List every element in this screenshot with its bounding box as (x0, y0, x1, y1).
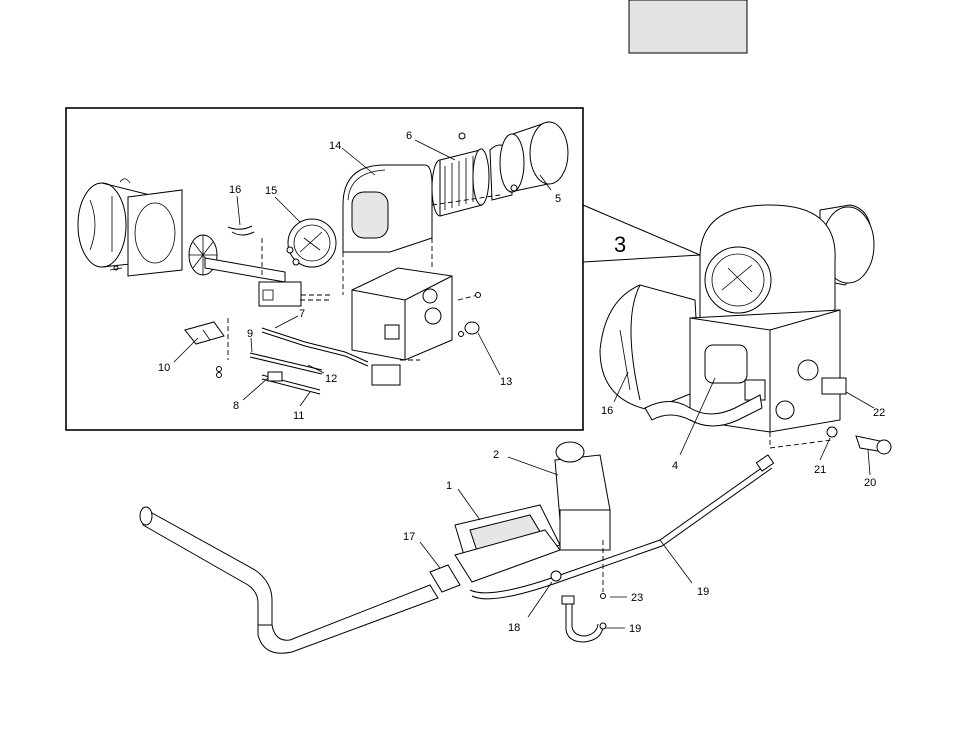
label-part-7: 7 (299, 308, 305, 320)
gas-valve-train (140, 442, 774, 653)
blower-housing (343, 165, 432, 252)
label-part-22: 22 (873, 407, 885, 419)
label-part-11: 11 (293, 410, 304, 422)
label-part-5: 5 (555, 193, 561, 205)
label-part-19-utube: 19 (629, 623, 641, 635)
label-part-19-tubing: 19 (697, 586, 709, 598)
label-part-2: 2 (493, 449, 499, 461)
supply-pipe (143, 508, 272, 628)
label-part-23: 23 (631, 592, 643, 604)
label-part-15: 15 (265, 185, 277, 197)
label-part-10: 10 (158, 362, 170, 374)
label-part-16-exploded: 16 (229, 184, 241, 196)
page-label-box (629, 0, 747, 53)
label-part-6: 6 (406, 130, 412, 142)
callout-lines (583, 205, 700, 262)
label-part-18: 18 (508, 622, 520, 634)
label-part-13: 13 (500, 376, 512, 388)
label-part-12: 12 (325, 373, 337, 385)
label-part-21: 21 (814, 464, 826, 476)
air-shutter-cover (287, 219, 336, 267)
label-part-8: 8 (233, 400, 239, 412)
label-part-20: 20 (864, 477, 876, 489)
o-ring (465, 322, 479, 334)
label-part-9: 9 (247, 328, 253, 340)
label-part-14: 14 (329, 140, 341, 152)
label-part-16-assembled: 16 (601, 405, 613, 417)
label-part-4: 4 (672, 460, 678, 472)
label-part-17: 17 (403, 531, 415, 543)
callout-number: 3 (614, 232, 626, 257)
assembled-burner (600, 205, 891, 454)
label-part-1: 1 (446, 480, 452, 492)
